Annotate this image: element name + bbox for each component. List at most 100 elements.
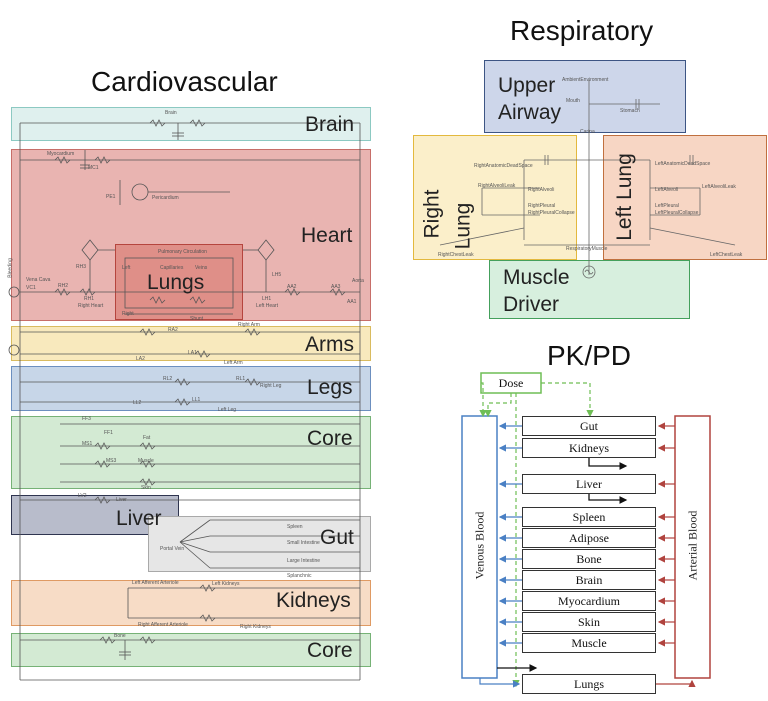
core-region-2 [11, 633, 371, 667]
core-label-1: Core [307, 427, 353, 450]
schematic-label: Left Kidneys [212, 581, 240, 587]
schematic-label: Small Intestine [287, 540, 320, 546]
schematic-label: Large Intestine [287, 558, 321, 564]
heart-label: Heart [301, 224, 353, 247]
schematic-label: Left Leg [218, 407, 237, 413]
schematic-label: Right [122, 311, 134, 317]
schematic-label: RL1 [236, 376, 246, 382]
schematic-label: RL2 [163, 376, 173, 382]
muscle-driver-region [489, 260, 690, 319]
schematic-label: Splanchnic [287, 573, 312, 579]
schematic-label: RH2 [58, 283, 69, 289]
schematic-label: Vena Cava [26, 277, 51, 283]
schematic-label: RespiratoryMuscle [566, 246, 608, 252]
schematic-label: RA2 [168, 327, 178, 333]
schematic-label: Muscle [138, 458, 154, 464]
schematic-label: LeftAlveoli [655, 187, 679, 193]
schematic-label: AA3 [331, 284, 341, 290]
schematic-label: Bone [114, 633, 126, 639]
schematic-label: Left Heart [256, 303, 278, 309]
schematic-label: Shunt [190, 316, 204, 322]
upper-airway-label-line1: Upper [498, 74, 556, 97]
lungs-region [115, 244, 243, 320]
right-lung-region [413, 135, 577, 260]
liver-label: Liver [116, 507, 162, 530]
organ-adipose: Adipose [522, 528, 656, 548]
schematic-label: LL2 [133, 400, 142, 406]
liver-region [11, 495, 179, 535]
kidneys-label: Kidneys [276, 589, 351, 612]
schematic-label: Right Afferent Arteriole [138, 622, 188, 628]
organ-brain: Brain [522, 570, 656, 590]
schematic-label: Fat [143, 435, 151, 441]
organ-lungs: Lungs [522, 674, 656, 694]
schematic-label: Spleen [287, 524, 303, 530]
organ-spleen: Spleen [522, 507, 656, 527]
schematic-label: Myocardium [47, 151, 75, 157]
schematic-label: Capillaries [160, 265, 184, 271]
schematic-label: LL1 [192, 397, 201, 403]
schematic-label: Left [122, 265, 131, 271]
schematic-label: LeftAlveoliLeak [702, 184, 736, 190]
arterial-blood-label: Arterial Blood [685, 510, 700, 581]
legs-label: Legs [307, 376, 353, 399]
schematic-label: RH1 [84, 296, 95, 302]
schematic-label: Aorta [352, 278, 364, 284]
brain-region [11, 107, 371, 141]
brain-label: Brain [305, 113, 355, 136]
schematic-label: PE1 [106, 194, 116, 200]
lungs-label: Lungs [147, 271, 205, 294]
organ-gut: Gut [522, 416, 656, 436]
schematic-label: Brain [165, 110, 177, 116]
gut-label: Gut [320, 526, 354, 549]
muscle-driver-label-line2: Driver [503, 293, 559, 316]
schematic-label: Liver [116, 497, 127, 503]
schematic-label: RightAlveoliLeak [478, 183, 516, 189]
schematic-label: MS1 [82, 441, 93, 447]
schematic-label: RightPleuralCollapse [528, 210, 575, 216]
organ-bone: Bone [522, 549, 656, 569]
schematic-label: LA1 [188, 350, 197, 356]
schematic-label: AA1 [347, 299, 357, 305]
core-region-1 [11, 416, 371, 489]
core-label-2: Core [307, 639, 353, 662]
schematic-label: Mouth [566, 98, 580, 104]
schematic-label: LeftAnatomicDeadSpace [655, 161, 711, 167]
left-lung-region [603, 135, 767, 260]
organ-myocardium: Myocardium [522, 591, 656, 611]
schematic-label: LeftPleuralCollapse [655, 210, 699, 216]
schematic-label: Right Leg [260, 383, 282, 389]
schematic-label: RightAnatomicDeadSpace [474, 163, 533, 169]
schematic-label: LA2 [136, 356, 145, 362]
schematic-label: Skin [141, 485, 151, 491]
schematic-label: Left Afferent Arteriole [132, 580, 179, 586]
schematic-label: AmbientEnvironment [562, 77, 609, 83]
schematic-label: RightAlveoli [528, 187, 555, 193]
organ-muscle: Muscle [522, 633, 656, 653]
cardiovascular-title: Cardiovascular [91, 66, 278, 97]
respiratory-title: Respiratory [510, 15, 654, 46]
schematic-label: Right Heart [78, 303, 104, 309]
schematic-label: Portal Vein [160, 546, 185, 552]
schematic-label: Pericardium [152, 195, 179, 201]
schematic-label: Right Kidneys [240, 624, 271, 630]
schematic-label: Pulmonary Circulation [158, 249, 207, 255]
organ-liver: Liver [522, 474, 656, 494]
schematic-label: Veins [195, 265, 208, 271]
muscle-driver-label-line1: Muscle [503, 266, 570, 289]
organ-skin: Skin [522, 612, 656, 632]
schematic-label: RightChestLeak [438, 252, 474, 258]
schematic-label: RH3 [76, 264, 87, 270]
schematic-label: LH1 [262, 296, 272, 302]
schematic-label: AA2 [287, 284, 297, 290]
schematic-label: VC1 [26, 285, 36, 291]
schematic-label: LeftPleural [655, 203, 679, 209]
upper-airway-region [484, 60, 686, 133]
schematic-label: RightPleural [528, 203, 556, 209]
dose-label: Dose [498, 376, 524, 390]
schematic-label: LeftChestLeak [710, 252, 743, 258]
pkpd-title: PK/PD [547, 340, 632, 371]
